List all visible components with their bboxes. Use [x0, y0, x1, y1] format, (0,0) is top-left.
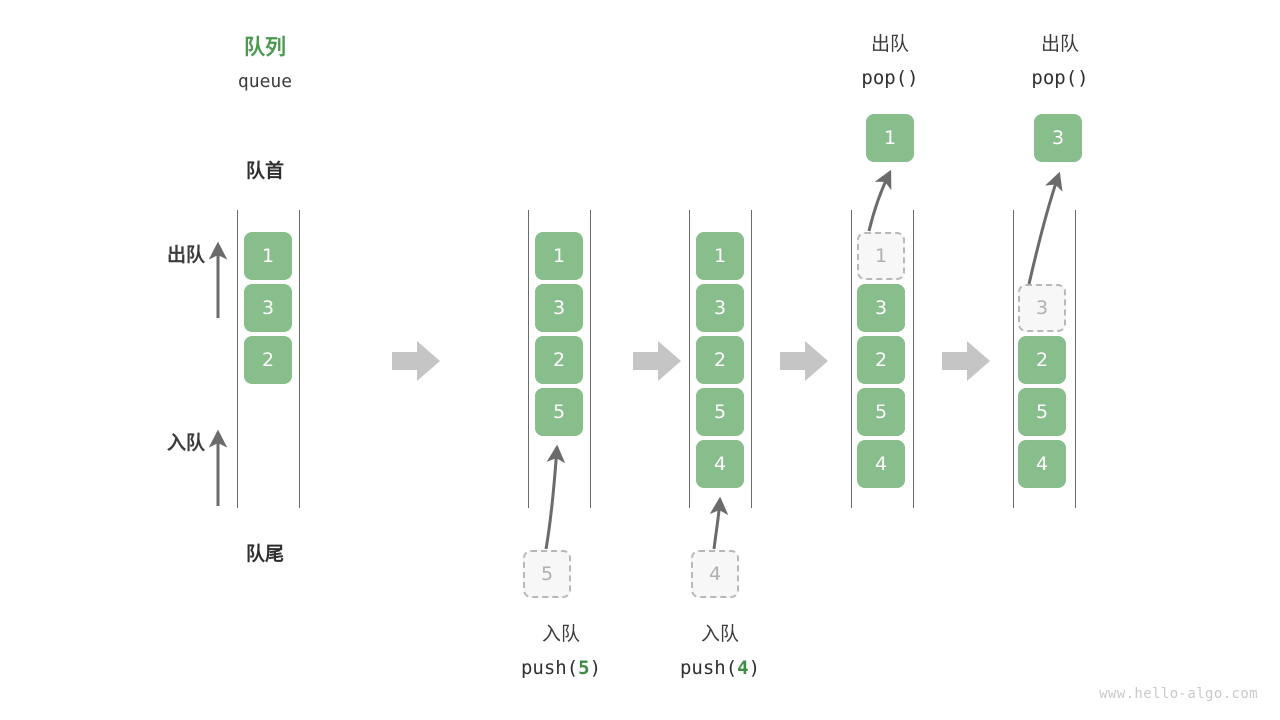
- panel-pop3-item-1: 2: [1018, 336, 1066, 384]
- panel-push5-op-code-arg: 5: [578, 657, 590, 679]
- queue-title-en: queue: [237, 71, 293, 92]
- panel-push4-item-2: 2: [696, 336, 744, 384]
- panel-push5-item-3: 5: [535, 388, 583, 436]
- panel-pop3-item-3: 4: [1018, 440, 1066, 488]
- panel-pop3-op-code: pop(): [1031, 67, 1089, 89]
- panel-push5-op-code: push(5): [486, 656, 636, 682]
- panel-push4-item-4: 4: [696, 440, 744, 488]
- panel-pop3-item-0: 3: [1018, 284, 1066, 332]
- panel-pop1-rail-left: [851, 210, 852, 508]
- panel-pop3-popped-box: 3: [1034, 114, 1082, 162]
- panel-push5-item-1: 3: [535, 284, 583, 332]
- panel-pop3-rail-left: [1013, 210, 1014, 508]
- panel-push5-op-code-suffix: ): [589, 657, 602, 679]
- panel-push4-rail-left: [689, 210, 690, 508]
- panel-pop1-op-code: pop(): [861, 67, 919, 89]
- step-arrow-4: [942, 341, 990, 381]
- queue-tail-label: 队尾: [245, 543, 284, 565]
- panel-push4-rail-right: [751, 210, 752, 508]
- panel-pop1-rail-right: [913, 210, 914, 508]
- panel-initial-rail-right: [299, 210, 300, 508]
- panel-push4-op-code-suffix: ): [748, 657, 761, 679]
- panel-pop3-op-cn: 出队: [1040, 33, 1079, 55]
- watermark: www.hello-algo.com: [1099, 686, 1258, 702]
- panel-push4-op-code: push(4): [645, 656, 795, 682]
- step-arrow-2: [633, 341, 681, 381]
- panel-pop1-item-0: 1: [857, 232, 905, 280]
- step-arrow-3: [780, 341, 828, 381]
- panel-push5-item-0: 1: [535, 232, 583, 280]
- panel-push4-op-code-prefix: push(: [679, 657, 738, 679]
- panel-initial-item-0: 1: [244, 232, 292, 280]
- panel-pop1-item-4: 4: [857, 440, 905, 488]
- panel-push5-item-2: 2: [535, 336, 583, 384]
- panel-push5-incoming-box: 5: [523, 550, 571, 598]
- panel-push4-op-cn: 入队: [700, 623, 739, 645]
- panel-pop1-op-cn: 出队: [870, 33, 909, 55]
- enqueue-direction-label: 入队: [166, 432, 205, 454]
- panel-pop1-item-2: 2: [857, 336, 905, 384]
- panel-push5-op-code-prefix: push(: [520, 657, 579, 679]
- panel-initial-item-1: 3: [244, 284, 292, 332]
- push4-insert-arrow: [709, 496, 729, 550]
- panel-push4-incoming-box: 4: [691, 550, 739, 598]
- panel-pop3-item-2: 5: [1018, 388, 1066, 436]
- push5-insert-arrow: [544, 444, 566, 550]
- panel-push4-item-1: 3: [696, 284, 744, 332]
- panel-pop1-popped-box: 1: [866, 114, 914, 162]
- panel-push4-op-code-arg: 4: [737, 657, 749, 679]
- panel-initial-rail-left: [237, 210, 238, 508]
- panel-push5-rail-right: [590, 210, 591, 508]
- panel-push5-rail-left: [528, 210, 529, 508]
- panel-pop1-item-1: 3: [857, 284, 905, 332]
- panel-pop3-rail-right: [1075, 210, 1076, 508]
- pop3-extract-arrow: [1027, 171, 1063, 285]
- panel-pop1-item-3: 5: [857, 388, 905, 436]
- pop1-extract-arrow: [867, 169, 892, 232]
- panel-push4-item-3: 5: [696, 388, 744, 436]
- step-arrow-1: [392, 341, 440, 381]
- panel-initial-item-2: 2: [244, 336, 292, 384]
- queue-head-label: 队首: [245, 160, 284, 182]
- dequeue-direction-label: 出队: [166, 244, 205, 266]
- queue-title-cn: 队列: [244, 35, 286, 59]
- panel-push4-item-0: 1: [696, 232, 744, 280]
- panel-push5-op-cn: 入队: [541, 623, 580, 645]
